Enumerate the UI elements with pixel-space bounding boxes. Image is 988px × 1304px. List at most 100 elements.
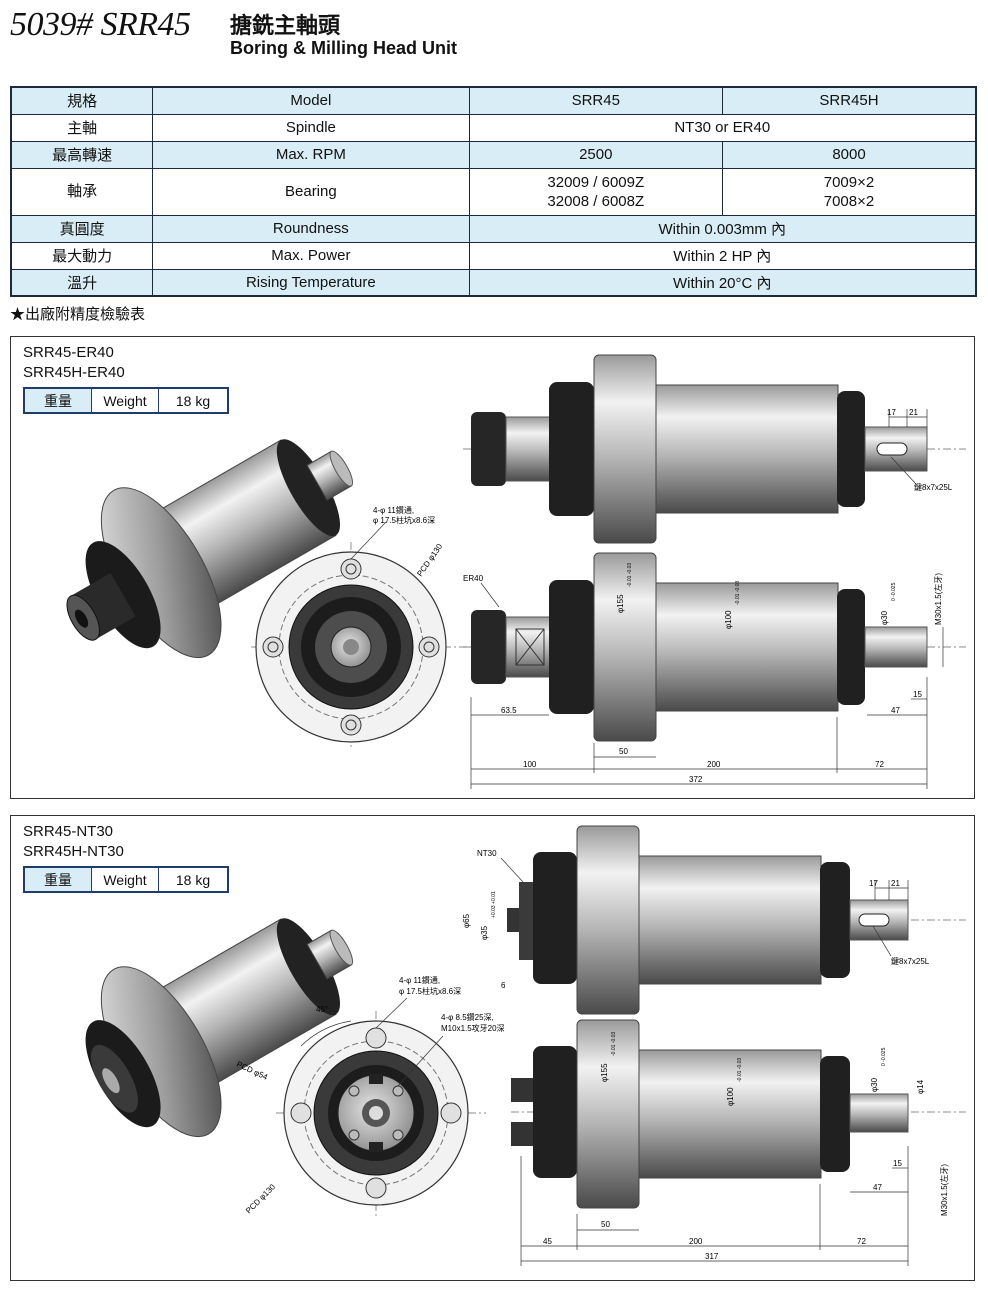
dim-label: 50 <box>601 1220 610 1229</box>
row-label-zh: 最高轉速 <box>10 140 154 169</box>
row-label-zh: 最大動力 <box>10 241 154 270</box>
row-value: 8000 <box>722 140 977 169</box>
dim-label: 15 <box>893 1159 902 1168</box>
weight-value: 18 kg <box>175 871 211 888</box>
hole-callout: 4-φ 11鑽通, <box>399 975 440 985</box>
header-cell: 規格 <box>10 86 154 115</box>
header-cell: SRR45H <box>722 86 977 115</box>
angle-label: 45° <box>316 1005 328 1014</box>
key-label: 鍵8x7x25L <box>891 956 930 966</box>
diameter-label: φ100 <box>726 1087 735 1106</box>
pcd-label: PCD φ130 <box>244 1182 277 1215</box>
dim-label: 63.5 <box>501 706 517 715</box>
er-label: ER40 <box>463 574 484 583</box>
dim-label: 47 <box>873 1183 882 1192</box>
title-chinese: 搪銑主軸頭 <box>230 13 341 38</box>
dim-label: 200 <box>707 760 721 769</box>
diameter-label: φ30 <box>870 1077 879 1092</box>
nt30-side-view-top: NT30 φ65 φ35 +0.03 +0.01 6 17 21 鍵8x7x25… <box>462 825 966 1015</box>
dim-label: 72 <box>857 1237 866 1246</box>
row-label-en: Roundness <box>152 214 470 243</box>
dim-label: 72 <box>875 760 884 769</box>
row-value: Within 20°C 內 <box>468 268 977 297</box>
dim-label: 50 <box>619 747 628 756</box>
tolerance-label: 0 -0.025 <box>891 582 897 601</box>
table-row: 主軸 Spindle NT30 or ER40 <box>10 113 977 142</box>
nt30-technical-drawing: 45° PCD φ54 PCD φ130 4-φ 11鑽通, φ 17.5柱坑x… <box>85 825 966 1266</box>
dim-label: 372 <box>689 775 703 784</box>
diameter-label: φ100 <box>724 610 733 629</box>
nt30-isometric-render <box>85 918 354 1138</box>
table-row: 最高轉速 Max. RPM 2500 8000 <box>10 140 977 169</box>
tolerance-label: +0.03 +0.01 <box>491 891 497 918</box>
title-english: Boring & Milling Head Unit <box>230 38 457 58</box>
row-value: Within 0.003mm 內 <box>468 214 977 243</box>
er40-technical-drawing: 4-φ 11鑽通, φ 17.5柱坑x8.6深 PCD φ130 17 21 鍵… <box>66 354 966 789</box>
dim-label: 21 <box>891 879 900 888</box>
table-header-row: 規格 Model SRR45 SRR45H <box>10 86 977 115</box>
weight-label-en: Weight <box>92 389 159 412</box>
dim-label: 317 <box>705 1252 719 1261</box>
diameter-label: φ14 <box>916 1079 925 1094</box>
thread-label: M30x1.5(左牙) <box>939 1164 949 1216</box>
bearing-line: 7008×2 <box>823 192 875 210</box>
er40-side-view-top: 17 21 鍵8x7x25L <box>463 354 966 544</box>
row-value: 2500 <box>468 140 724 169</box>
spec-table: 規格 Model SRR45 SRR45H 主軸 Spindle NT30 or… <box>10 86 977 297</box>
weight-label-en: Weight <box>92 868 159 891</box>
diameter-label: φ35 <box>480 925 489 940</box>
row-label-zh: 軸承 <box>10 167 154 216</box>
hole-callout: 4-φ 8.5鑽25深, <box>441 1012 494 1022</box>
er40-side-view-bottom: ER40 φ155 -0.01 -0.03 φ100 -0.01 -0.03 φ… <box>463 552 966 758</box>
row-value: NT30 or ER40 <box>468 113 977 142</box>
tolerance-label: -0.01 -0.03 <box>737 1058 743 1082</box>
dim-label: 17 <box>887 408 896 417</box>
header-cell: Model <box>152 86 470 115</box>
variant-label: SRR45H-NT30 <box>23 843 124 860</box>
hole-callout: φ 17.5柱坑x8.6深 <box>373 515 435 525</box>
variant-name: SRR45-ER40 SRR45H-ER40 <box>23 343 125 383</box>
tolerance-label: -0.01 -0.03 <box>627 563 633 587</box>
row-label-zh: 真圓度 <box>10 214 154 243</box>
variant-name: SRR45-NT30 SRR45H-NT30 <box>23 822 124 862</box>
row-label-en: Max. Power <box>152 241 470 270</box>
dim-label: 200 <box>689 1237 703 1246</box>
diameter-label: φ30 <box>880 610 889 625</box>
weight-box: 重量 Weight 18 kg <box>23 387 229 414</box>
row-label-zh: 溫升 <box>10 268 154 297</box>
page-header: 5039# SRR45 搪銑主軸頭 Boring & Milling Head … <box>10 6 970 66</box>
row-label-en: Spindle <box>152 113 470 142</box>
bearing-line: 7009×2 <box>823 173 875 191</box>
dim-label: 47 <box>891 706 900 715</box>
er40-drawing-panel: SRR45-ER40 SRR45H-ER40 重量 Weight 18 kg <box>10 336 975 799</box>
row-label-en: Rising Temperature <box>152 268 470 297</box>
model-code: 5039# SRR45 <box>10 6 191 43</box>
weight-label-zh: 重量 <box>25 868 92 891</box>
weight-box: 重量 Weight 18 kg <box>23 866 229 893</box>
tolerance-label: -0.01 -0.03 <box>611 1032 617 1056</box>
dim-label: 17 <box>869 879 878 888</box>
row-value: Within 2 HP 內 <box>468 241 977 270</box>
variant-label: SRR45-NT30 <box>23 823 114 840</box>
table-row: 真圓度 Roundness Within 0.003mm 內 <box>10 214 977 243</box>
dim-label: 100 <box>523 760 537 769</box>
hole-callout: φ 17.5柱坑x8.6深 <box>399 986 461 996</box>
bearing-line: 32009 / 6009Z <box>547 173 645 191</box>
dim-label: 21 <box>909 408 918 417</box>
bearing-line: 32008 / 6008Z <box>547 192 645 210</box>
hole-callout: 4-φ 11鑽通, <box>373 505 414 515</box>
weight-value: 18 kg <box>175 392 211 409</box>
inspection-note: ★出廠附精度檢驗表 <box>10 306 146 323</box>
table-row: 最大動力 Max. Power Within 2 HP 內 <box>10 241 977 270</box>
nt30-overall-dimensions <box>520 1146 909 1266</box>
thread-label: M30x1.5(左牙) <box>933 573 943 625</box>
nt30-side-view-bottom: φ155 -0.01 -0.03 φ100 -0.01 -0.03 φ30 0 … <box>511 1019 966 1231</box>
nt-label: NT30 <box>477 849 497 858</box>
diameter-label: φ65 <box>462 913 471 928</box>
tolerance-label: -0.01 -0.03 <box>735 581 741 605</box>
tolerance-label: 0 -0.025 <box>881 1047 887 1066</box>
row-label-en: Bearing <box>152 167 470 216</box>
hole-callout: M10x1.5攻牙20深 <box>441 1023 505 1033</box>
